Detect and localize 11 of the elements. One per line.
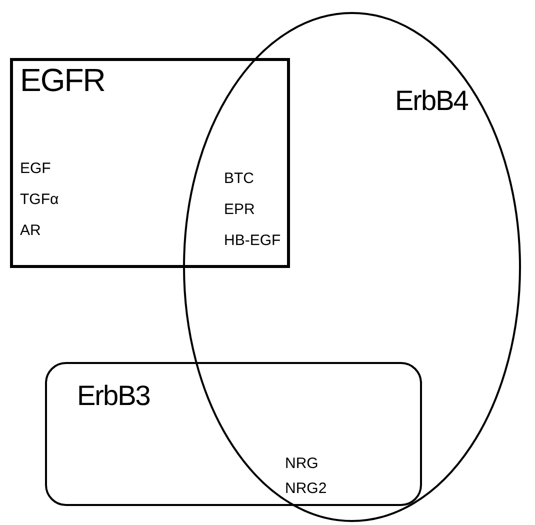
receptor-name: ErbB3 [77, 380, 150, 412]
receptor-name: EGFR [20, 62, 105, 99]
ligand-label: NRG2 [285, 480, 327, 497]
ligand-label: HB-EGF [224, 232, 281, 249]
receptor-name: ErbB4 [395, 85, 468, 117]
ligand-label: AR [20, 222, 41, 239]
ligand-label: EGF [20, 160, 51, 177]
ligand-label: EPR [224, 201, 255, 218]
ligand-label: NRG [285, 455, 318, 472]
ligand-label: TGFα [20, 191, 59, 208]
ligand-label: BTC [224, 170, 254, 187]
